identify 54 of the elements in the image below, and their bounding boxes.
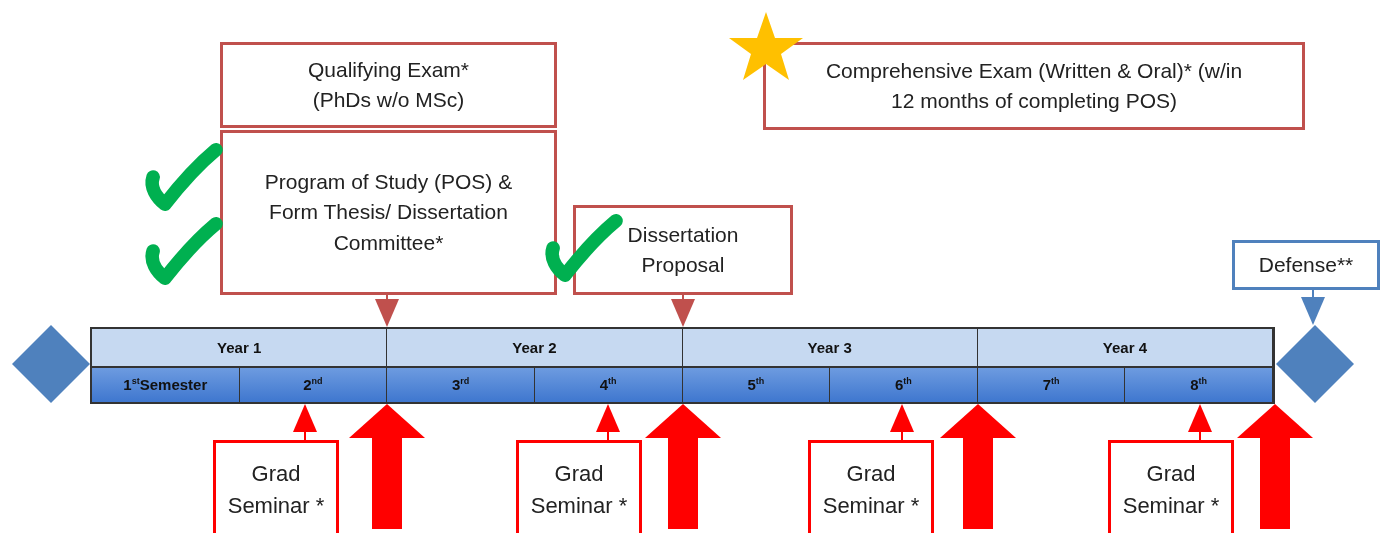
box-label: Defense** — [1258, 251, 1354, 278]
timeline-bar — [90, 327, 1275, 404]
milestone-box — [213, 440, 339, 533]
block-arrow — [349, 404, 425, 529]
block-arrow — [940, 404, 1016, 529]
semester-cell — [92, 367, 240, 402]
semester-cell — [387, 367, 535, 402]
box-label: Year 2 — [512, 337, 557, 358]
box-label: Grad Seminar * — [226, 460, 326, 520]
milestone-box — [808, 440, 934, 533]
semester-cell — [1125, 367, 1273, 402]
milestone-box — [220, 42, 557, 128]
milestone-box — [763, 42, 1305, 130]
year-cell — [387, 329, 683, 368]
box-label: Qualifying Exam* (PhDs w/o MSc) — [306, 56, 471, 113]
box-label: Program of Study (POS) & Form Thesis/ Dissertation Committee* — [263, 168, 514, 256]
box-label: Year 4 — [1102, 337, 1147, 358]
pointer-arrow — [1301, 289, 1325, 325]
block-arrow — [645, 404, 721, 529]
box-label: Year 3 — [807, 337, 852, 358]
milestone-box — [516, 440, 642, 533]
year-cell — [92, 329, 388, 368]
box-label: 5$^{th}$ — [747, 374, 765, 396]
semester-cell — [830, 367, 978, 402]
box-label: 2$^{nd}$ — [303, 374, 323, 396]
pointer-arrow — [293, 404, 317, 441]
pointer-arrow — [890, 404, 914, 441]
block-arrow — [1237, 404, 1313, 529]
milestone-box — [573, 205, 793, 295]
box-label: 8$^{th}$ — [1190, 374, 1208, 396]
pointer-arrow — [1188, 404, 1212, 441]
milestone-box — [1232, 240, 1380, 290]
box-label: 6$^{th}$ — [895, 374, 912, 396]
semester-cell — [977, 367, 1126, 402]
milestone-box — [220, 130, 557, 295]
box-label: Grad Seminar * — [529, 460, 629, 520]
box-label: Grad Seminar * — [821, 460, 921, 520]
box-label: Comprehensive Exam (Written & Oral)* (w/in 12 months of completing POS) — [824, 57, 1244, 114]
year-cell — [682, 329, 978, 368]
box-label: Grad Seminar * — [1121, 460, 1221, 520]
box-label: Year 1 — [217, 337, 262, 358]
box-label: 7$^{th}$ — [1042, 374, 1060, 396]
box-label: 4$^{th}$ — [599, 374, 617, 396]
pointer-arrow — [596, 404, 620, 441]
year-cell — [977, 329, 1273, 368]
semester-cell — [534, 367, 683, 402]
box-label: 3$^{rd}$ — [451, 374, 470, 396]
semester-cell — [239, 367, 388, 402]
box-label: 1$^{st}$Semester — [123, 374, 208, 396]
milestone-box — [1108, 440, 1234, 533]
pointer-arrow — [375, 294, 399, 327]
pointer-arrow — [671, 294, 695, 327]
box-label: Dissertation Proposal — [626, 221, 740, 278]
semester-cell — [682, 367, 831, 402]
